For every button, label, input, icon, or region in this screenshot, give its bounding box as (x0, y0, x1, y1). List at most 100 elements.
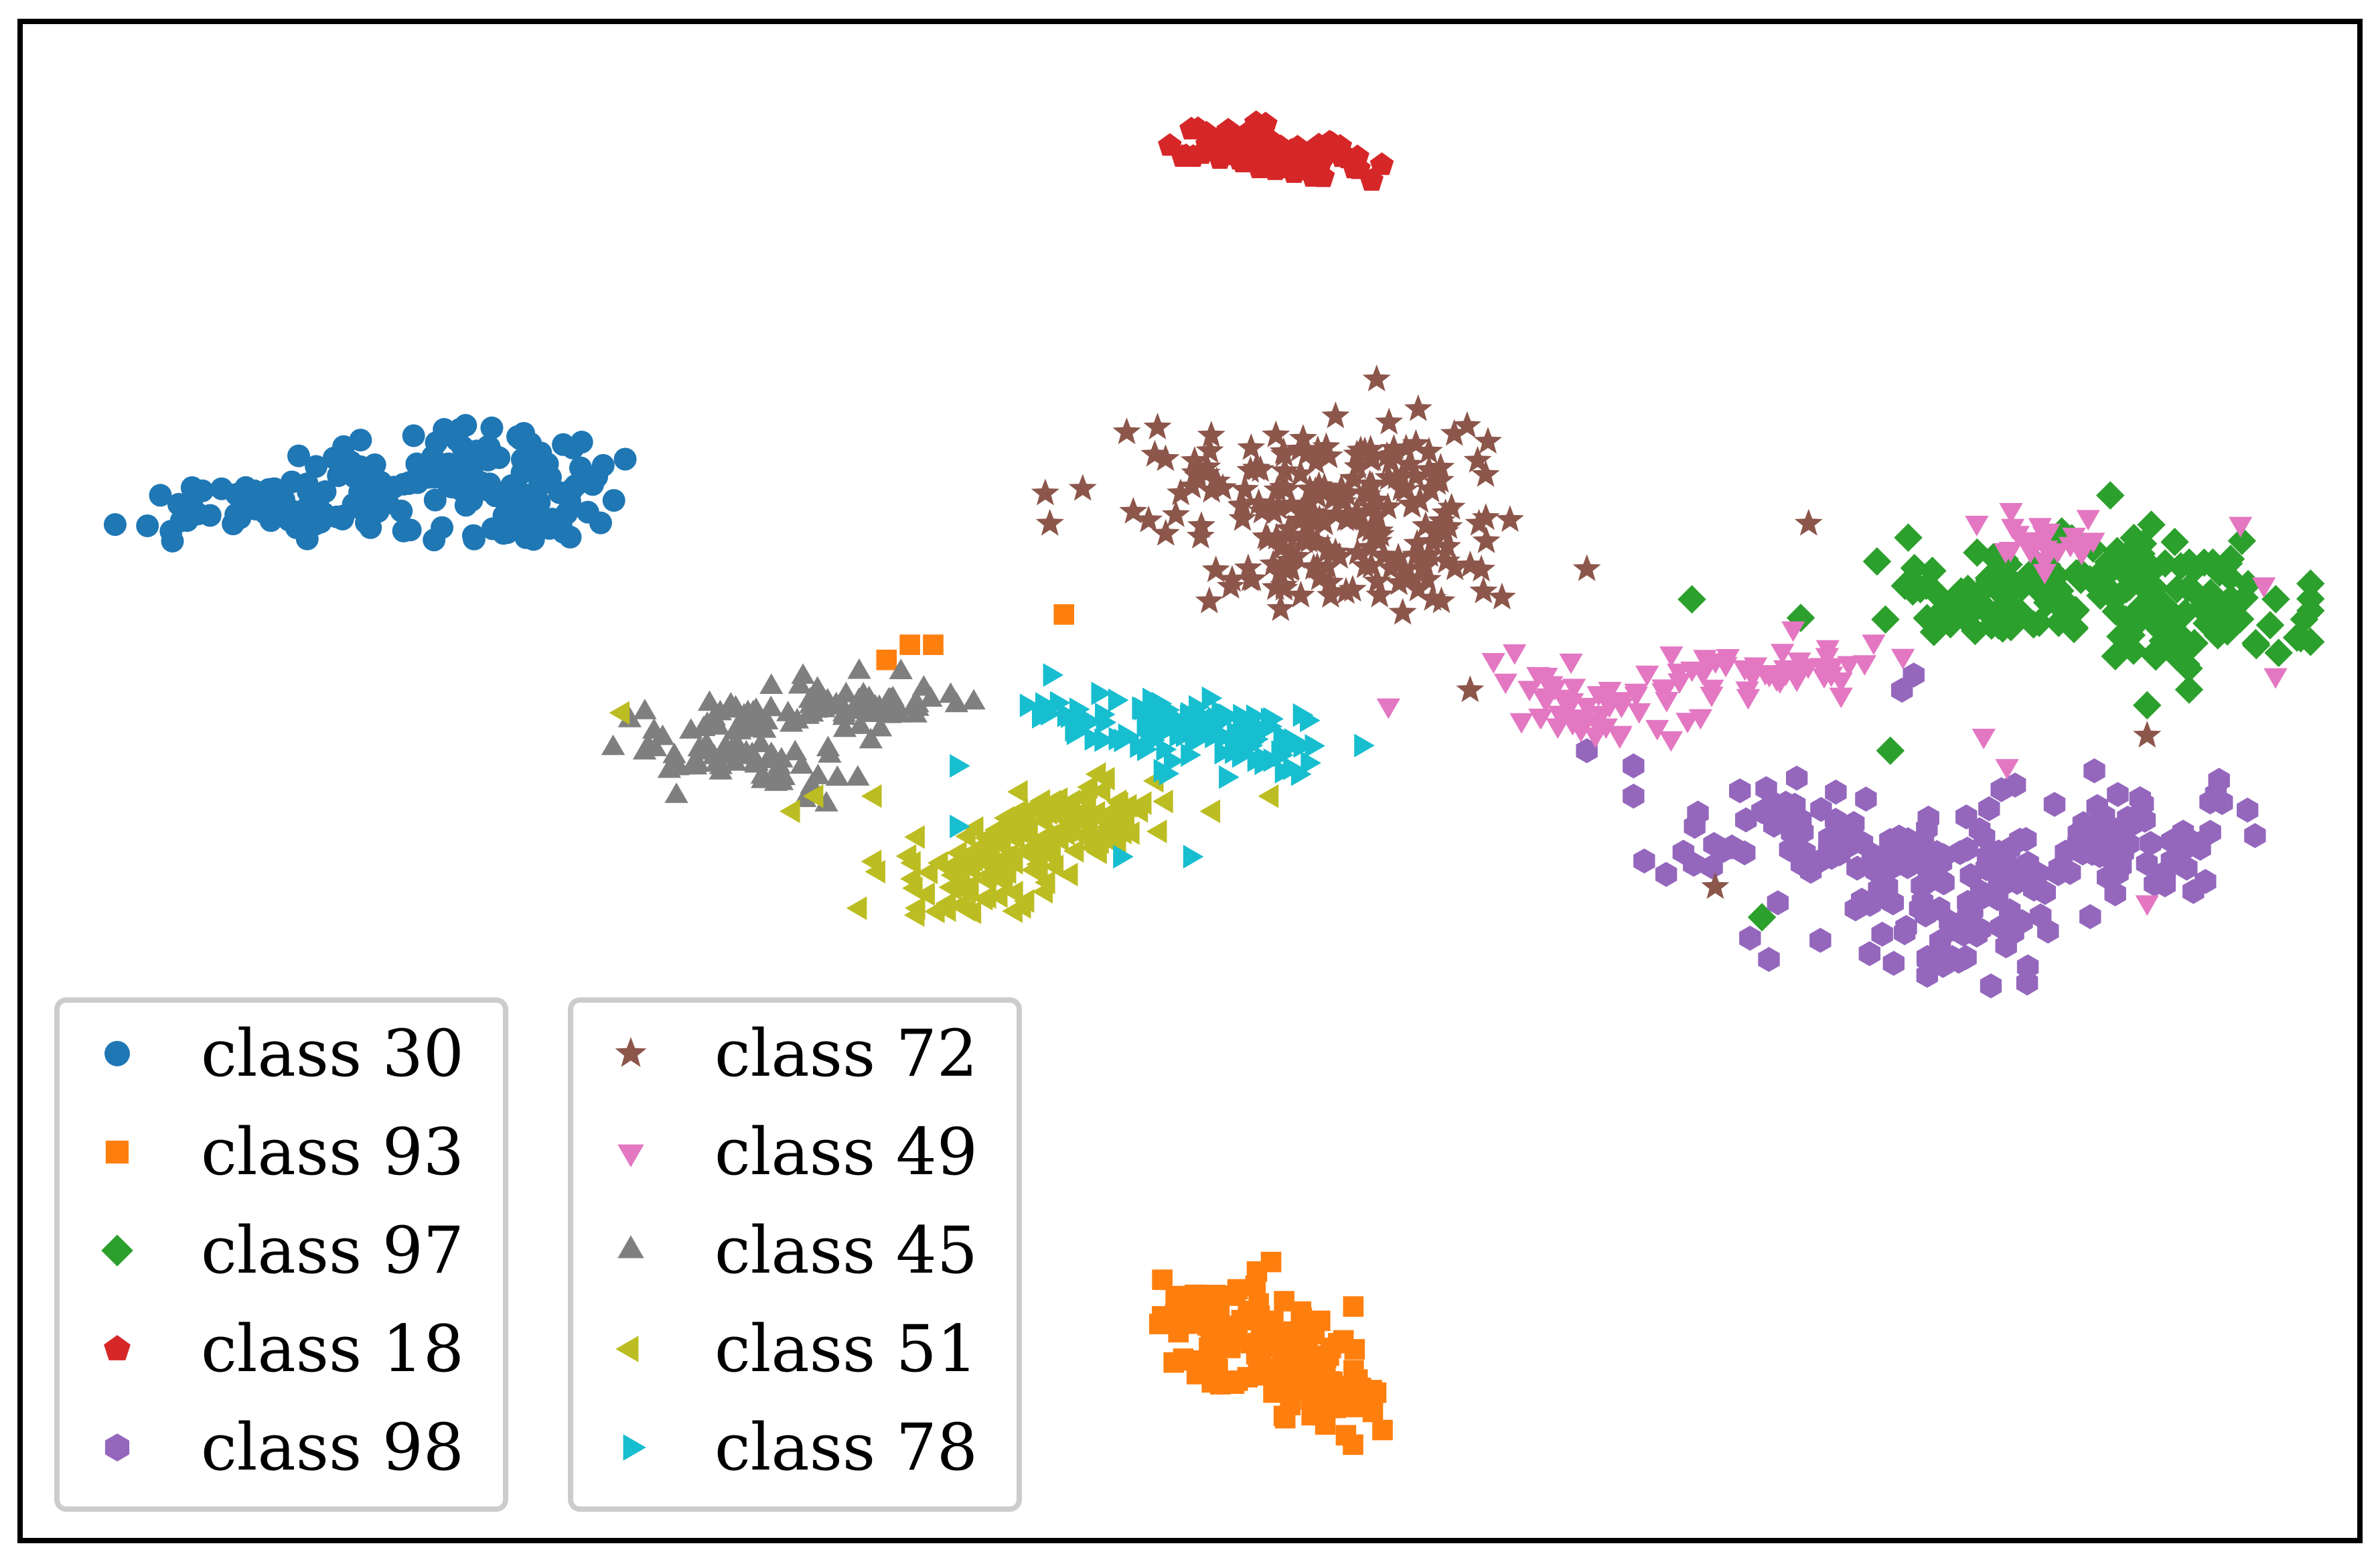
point (1273, 743, 1294, 768)
point (1855, 786, 1877, 812)
point (2097, 581, 2126, 610)
point (1343, 1296, 1364, 1317)
point-outlier (1701, 872, 1730, 900)
point (402, 424, 425, 447)
point (1230, 475, 1259, 502)
point (2174, 675, 2204, 704)
point (960, 900, 982, 924)
scatter-points (103, 110, 2325, 1456)
point-outlier (923, 634, 944, 655)
point (733, 716, 758, 737)
point-outlier (1623, 783, 1645, 809)
point (462, 527, 486, 551)
point (1094, 728, 1115, 752)
point (1809, 928, 1832, 953)
point (1767, 890, 1789, 916)
point-outlier (950, 754, 970, 778)
point (1286, 459, 1315, 486)
point (1284, 728, 1305, 752)
point (1584, 713, 1608, 734)
point (783, 739, 808, 761)
point (1206, 131, 1230, 153)
point (904, 825, 925, 849)
point (1659, 646, 1684, 667)
point (1852, 655, 1876, 676)
point-outlier (1903, 662, 1925, 688)
point (1380, 440, 1408, 468)
point-outlier (1891, 677, 1913, 703)
point (1440, 553, 1469, 581)
point (1426, 466, 1455, 493)
point (776, 701, 800, 721)
point (423, 488, 447, 512)
point (2071, 840, 2094, 866)
point (1683, 851, 1705, 877)
point (1057, 703, 1078, 727)
point (788, 672, 812, 694)
point (1918, 557, 1947, 585)
point (1167, 478, 1195, 506)
point (1655, 861, 1678, 888)
point (228, 506, 252, 530)
point (2006, 597, 2034, 626)
point (421, 462, 445, 485)
point (1687, 800, 1709, 826)
point (755, 709, 779, 729)
point (1837, 656, 1861, 677)
point (946, 865, 966, 890)
point (1406, 486, 1434, 513)
point (1493, 673, 1517, 695)
point (1398, 490, 1426, 518)
point (581, 473, 605, 496)
point (869, 715, 893, 737)
point (878, 702, 902, 723)
point (2032, 564, 2057, 585)
point (1627, 703, 1651, 724)
point (1276, 536, 1305, 563)
point (1343, 1360, 1364, 1380)
point (1988, 839, 2010, 865)
point (2230, 583, 2259, 612)
point (1317, 581, 1345, 608)
point (1676, 713, 1700, 733)
point (963, 839, 984, 863)
point (1310, 1310, 1331, 1332)
point (331, 507, 354, 530)
point-outlier (1035, 508, 1064, 536)
point (243, 482, 267, 505)
point (1540, 681, 1564, 703)
point (2143, 612, 2172, 641)
point (1301, 447, 1330, 474)
point (1310, 508, 1339, 536)
point (1824, 808, 1847, 833)
point (1356, 444, 1385, 472)
point (2016, 970, 2038, 996)
point (1343, 452, 1372, 480)
point (1781, 621, 1805, 642)
point (2255, 611, 2285, 640)
point (1550, 689, 1575, 711)
point (1735, 681, 1759, 702)
point (1159, 762, 1180, 786)
point-outlier (861, 784, 882, 808)
point (1156, 737, 1177, 762)
legend-label: class 51 (715, 1311, 978, 1387)
point (1624, 687, 1648, 707)
point (1609, 697, 1633, 719)
point (2137, 510, 2166, 539)
point (1216, 571, 1245, 599)
point-outlier (779, 799, 800, 823)
point (1351, 551, 1380, 579)
point (1068, 474, 1097, 501)
point (1396, 563, 1425, 591)
point (1343, 538, 1372, 565)
point (1871, 922, 1893, 947)
point (1562, 679, 1586, 699)
point (1262, 1324, 1284, 1345)
point-outlier (1043, 663, 1064, 687)
point (636, 733, 660, 754)
point (1305, 1384, 1326, 1405)
point (1894, 523, 1923, 552)
point (392, 519, 415, 543)
